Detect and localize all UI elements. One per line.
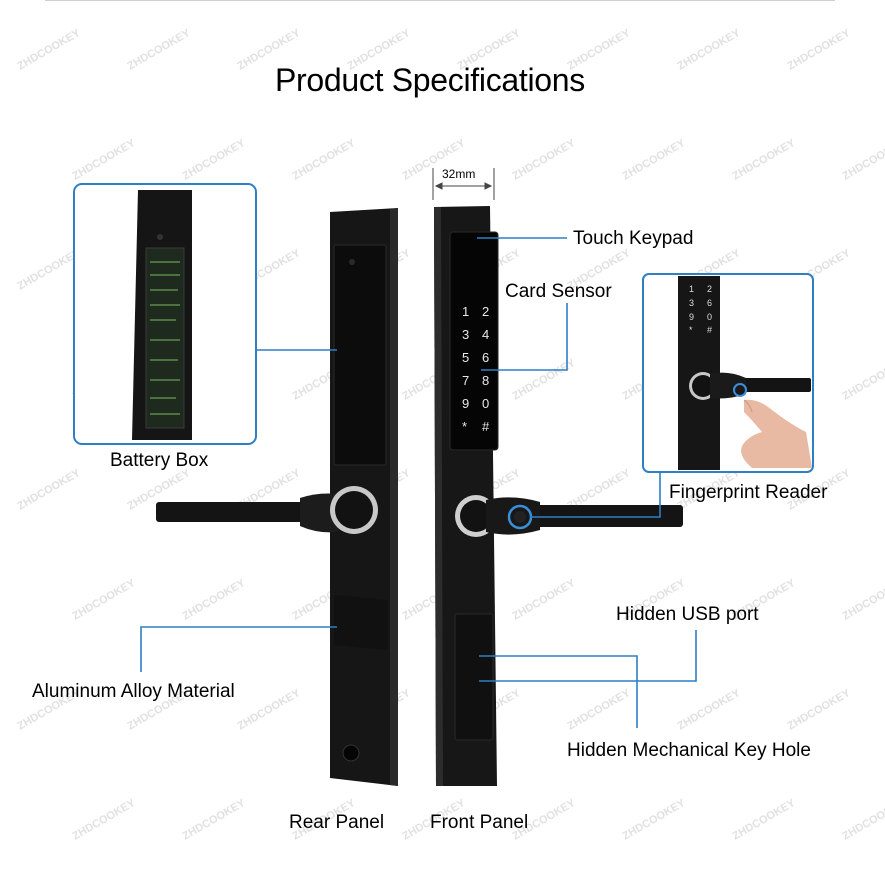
watermark-text: ZHDCOOKEY: [786, 687, 853, 733]
label-battery-box: Battery Box: [110, 450, 209, 471]
callout-usb: [479, 630, 697, 682]
keypad-key: 5: [462, 350, 469, 365]
battery-cover: [333, 244, 387, 466]
svg-text:1: 1: [689, 284, 694, 294]
watermark-text: ZHDCOOKEY: [511, 577, 578, 623]
label-card-sensor: Card Sensor: [505, 281, 612, 302]
keypad-key: 9: [462, 396, 469, 411]
label-hidden-key-hole: Hidden Mechanical Key Hole: [567, 740, 811, 761]
svg-text:6: 6: [707, 298, 712, 308]
watermark-text: ZHDCOOKEY: [16, 247, 83, 293]
watermark-text: ZHDCOOKEY: [16, 467, 83, 513]
watermark-text: ZHDCOOKEY: [566, 687, 633, 733]
watermark-text: ZHDCOOKEY: [621, 797, 688, 843]
keypad-key: 3: [462, 327, 469, 342]
watermark-text: ZHDCOOKEY: [236, 687, 303, 733]
watermark-text: ZHDCOOKEY: [841, 357, 885, 403]
callout-card-sensor: [481, 303, 568, 371]
keypad-key: *: [462, 419, 467, 434]
rear-panel-edge: [390, 208, 398, 786]
watermark-text: ZHDCOOKEY: [731, 797, 798, 843]
svg-text:2: 2: [707, 284, 712, 294]
watermark-text: ZHDCOOKEY: [181, 137, 248, 183]
rear-panel: [156, 208, 398, 786]
watermark-text: ZHDCOOKEY: [731, 137, 798, 183]
watermark-text: ZHDCOOKEY: [71, 137, 138, 183]
rear-handle-neck: [300, 493, 338, 533]
top-divider: [45, 0, 835, 1]
battery-box-inset: [73, 183, 257, 445]
watermark-text: ZHDCOOKEY: [181, 577, 248, 623]
watermark-text: ZHDCOOKEY: [841, 577, 885, 623]
svg-text:#: #: [707, 325, 712, 335]
fingerprint-sensor: [514, 511, 526, 523]
watermark-text: ZHDCOOKEY: [291, 137, 358, 183]
watermark-text: ZHDCOOKEY: [71, 577, 138, 623]
svg-text:9: 9: [689, 312, 694, 322]
label-front-panel: Front Panel: [430, 812, 529, 833]
page-title: Product Specifications: [274, 62, 585, 98]
svg-text:3: 3: [689, 298, 694, 308]
dimension-label: 32mm: [442, 167, 476, 181]
keypad-key: 1: [462, 304, 469, 319]
fingerprint-inset: 1 2 3 6 9 0 * #: [642, 273, 814, 473]
keypad-key: 0: [482, 396, 489, 411]
callout-lines: [140, 237, 697, 728]
watermark-text: ZHDCOOKEY: [841, 137, 885, 183]
callout-aluminum: [140, 626, 337, 672]
keypad-key: 8: [482, 373, 489, 388]
keypad-key: 4: [482, 327, 489, 342]
rear-key-hole: [342, 744, 360, 762]
keypad-key: #: [482, 419, 490, 434]
hidden-port-cover: [454, 613, 494, 741]
label-touch-keypad: Touch Keypad: [573, 228, 694, 249]
rear-handle-bar: [156, 502, 324, 522]
watermark-text: ZHDCOOKEY: [511, 357, 578, 403]
watermark-text: ZHDCOOKEY: [181, 797, 248, 843]
keypad-key: 2: [482, 304, 489, 319]
rear-screw: [349, 259, 355, 265]
keypad-key: 7: [462, 373, 469, 388]
watermark-text: ZHDCOOKEY: [841, 797, 885, 843]
label-aluminum-alloy: Aluminum Alloy Material: [32, 681, 235, 702]
rear-lower-plate: [334, 595, 388, 650]
label-rear-panel: Rear Panel: [289, 812, 385, 833]
rear-rose: [335, 491, 373, 529]
keypad-glass: [449, 231, 499, 451]
label-hidden-usb: Hidden USB port: [616, 604, 759, 625]
watermark-text: ZHDCOOKEY: [511, 137, 578, 183]
svg-text:0: 0: [707, 312, 712, 322]
callout-fingerprint: [530, 472, 661, 518]
label-fingerprint-reader: Fingerprint Reader: [669, 482, 828, 503]
watermark-text: ZHDCOOKEY: [71, 797, 138, 843]
callout-key-hole: [479, 655, 638, 728]
keypad-key: 6: [482, 350, 489, 365]
dimension-marker: [432, 168, 495, 200]
front-rose: [460, 500, 492, 532]
front-panel-edge: [434, 207, 443, 786]
svg-text:*: *: [689, 325, 693, 335]
watermark-text: ZHDCOOKEY: [621, 137, 688, 183]
front-handle-bar: [520, 505, 683, 527]
watermark-text: ZHDCOOKEY: [676, 687, 743, 733]
